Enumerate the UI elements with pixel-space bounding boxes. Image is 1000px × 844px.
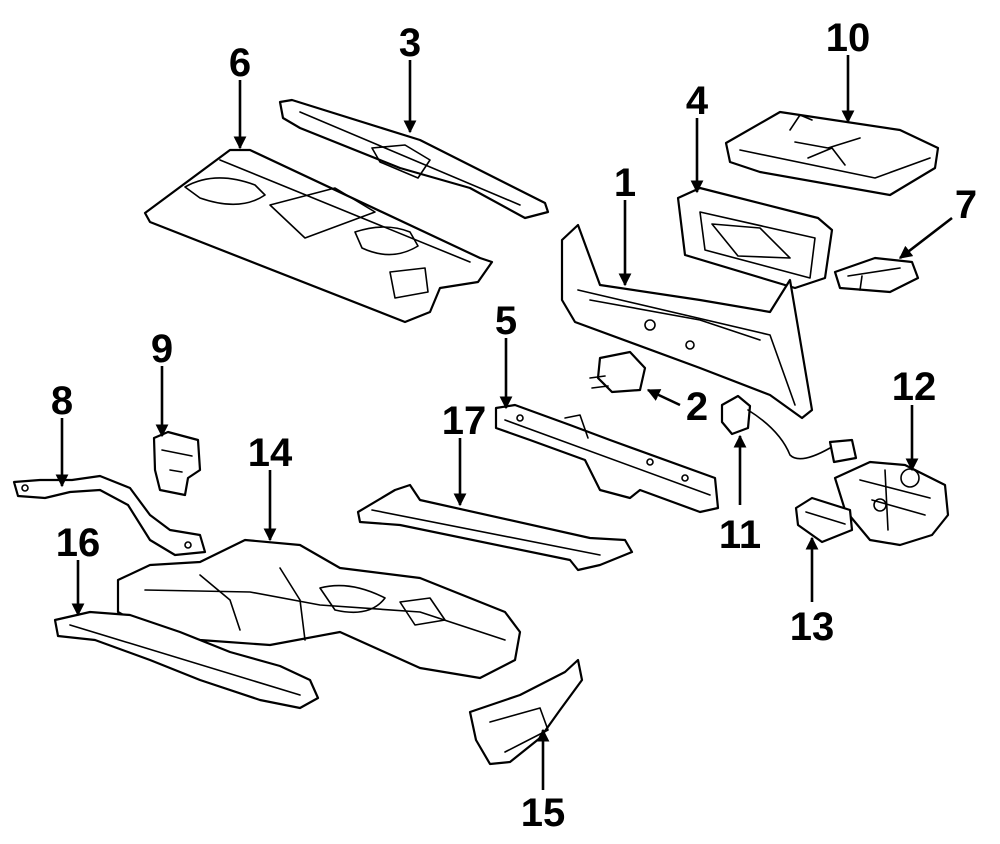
part-7-small-bracket — [833, 256, 920, 294]
callout-5: 5 — [495, 299, 517, 343]
part-16-floor-rail — [53, 610, 320, 710]
part-4-bracket-box — [676, 186, 834, 290]
callout-8: 8 — [51, 379, 73, 423]
part-11-sensor — [720, 394, 858, 464]
callout-6: 6 — [229, 41, 251, 85]
callout-15: 15 — [521, 791, 566, 835]
callout-7: 7 — [955, 183, 977, 227]
part-8-support-rod — [12, 474, 207, 557]
part-6-package-shelf — [143, 148, 494, 324]
callout-labels: 1 2 3 4 5 6 7 8 9 10 11 12 13 14 15 16 1… — [51, 16, 977, 835]
callout-12: 12 — [892, 365, 937, 409]
callout-9: 9 — [151, 327, 173, 371]
leader-7 — [898, 216, 953, 260]
part-17-crossmember — [356, 483, 634, 572]
leader-lines — [55, 55, 953, 790]
callout-2: 2 — [686, 385, 708, 429]
part-2-connector — [589, 350, 647, 394]
part-15-bracket — [468, 658, 584, 766]
callout-17: 17 — [442, 399, 487, 443]
callout-16: 16 — [56, 521, 101, 565]
part-5-lower-rail — [494, 403, 720, 514]
callout-11: 11 — [719, 513, 761, 557]
callout-14: 14 — [248, 431, 293, 475]
part-14-floor-pan — [116, 538, 522, 680]
callout-13: 13 — [790, 605, 835, 649]
callout-1: 1 — [614, 161, 636, 205]
part-13-striker — [794, 496, 854, 544]
part-12-latch — [833, 460, 950, 547]
part-1-rear-panel — [560, 223, 814, 420]
callout-3: 3 — [399, 21, 421, 65]
part-10-cover — [724, 110, 940, 197]
callout-4: 4 — [686, 79, 709, 123]
leader-2 — [646, 388, 681, 407]
callout-10: 10 — [826, 16, 871, 60]
part-9-bracket — [152, 430, 202, 497]
part-3-upper-panel — [278, 98, 550, 220]
